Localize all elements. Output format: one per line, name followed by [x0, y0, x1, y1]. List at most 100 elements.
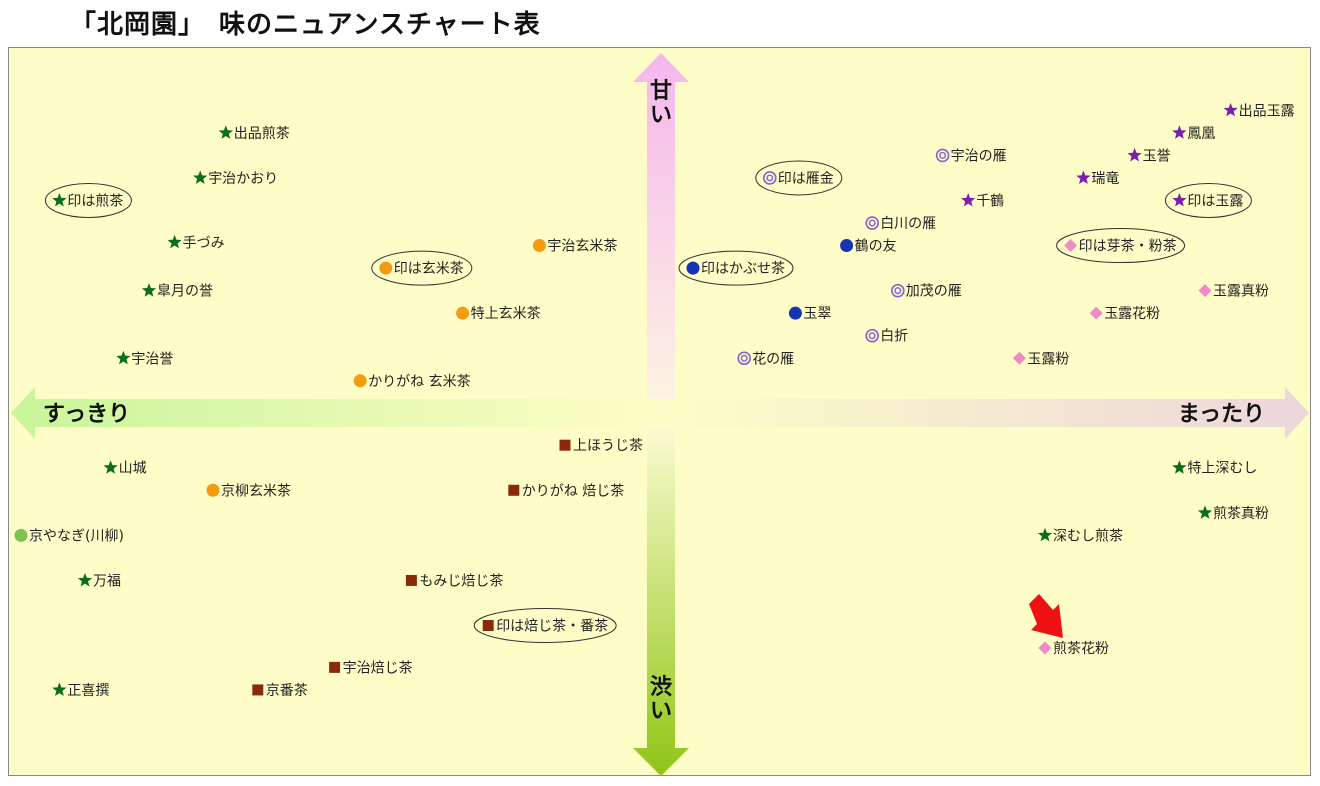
point-label: 上ほうじ茶: [573, 438, 643, 454]
data-point: 印は玄米茶: [379, 260, 464, 277]
square-marker-icon: [252, 684, 264, 696]
point-label: 印は芽茶・粉茶: [1079, 239, 1177, 255]
point-label: 千鶴: [976, 192, 1004, 209]
diamond-marker-icon: [1038, 641, 1052, 655]
point-label: 印はかぶせ茶: [701, 261, 785, 277]
data-point: 白折: [865, 328, 908, 345]
point-label: 鳳凰: [1187, 126, 1215, 142]
point-label: かりがね 焙じ茶: [522, 483, 624, 499]
point-label: 煎茶真粉: [1213, 506, 1269, 522]
data-point: 煎茶花粉: [1038, 641, 1109, 657]
point-label: 印は煎茶: [67, 193, 123, 209]
axis-arrow-left: [11, 387, 649, 439]
page-title: 「北岡園」 味のニュアンスチャート表: [70, 10, 541, 40]
data-point: 煎茶真粉: [1197, 505, 1269, 522]
data-point: 印は芽茶・粉茶: [1064, 239, 1177, 255]
point-label: 出品煎茶: [234, 126, 290, 142]
square-marker-icon: [508, 484, 520, 496]
circle-marker-icon: [686, 261, 700, 275]
data-point: 手づみ: [167, 234, 225, 251]
star-marker-icon: [141, 283, 157, 297]
axis-label-right: まったり: [1178, 402, 1265, 427]
star-marker-icon: [1076, 170, 1091, 185]
point-label: 鶴の友: [855, 238, 897, 255]
circle-marker-icon: [353, 374, 367, 388]
data-point: 京番茶: [252, 683, 308, 699]
point-label: 京番茶: [266, 683, 308, 699]
double-circle-inner: [939, 151, 947, 159]
star-marker-icon: [103, 460, 118, 474]
horizontal-axis: すっきり まったり: [11, 387, 1309, 439]
point-label: 玉露花粉: [1104, 306, 1160, 322]
data-point: 印は焙じ茶・番茶: [482, 619, 608, 635]
point-label: 宇治かおり: [208, 171, 278, 187]
circle-marker-icon: [14, 528, 28, 542]
data-point: 玉誉: [1127, 147, 1171, 164]
double-circle-marker-icon: [935, 148, 950, 163]
star-marker-icon: [52, 682, 67, 696]
diamond-marker-icon: [1198, 284, 1212, 298]
data-point: 宇治かおり: [193, 170, 278, 187]
axis-arrow-down: [633, 427, 689, 776]
data-point: 京柳玄米茶: [206, 482, 291, 499]
star-marker-icon: [1172, 192, 1187, 207]
star-marker-icon: [1127, 147, 1142, 162]
point-label: 特上深むし: [1187, 461, 1257, 477]
diamond-marker-icon: [1012, 351, 1026, 365]
square-marker-icon: [482, 620, 494, 632]
star-marker-icon: [1037, 527, 1053, 542]
group-ellipse: [473, 608, 617, 644]
double-circle-marker-icon: [890, 283, 905, 298]
circle-marker-icon: [206, 483, 220, 497]
point-label: 宇治焙じ茶: [343, 660, 413, 676]
point-label: 煎茶花粉: [1053, 641, 1109, 657]
data-point: 宇治玄米茶: [532, 238, 617, 255]
double-circle-inner: [868, 219, 876, 227]
point-label: 白折: [880, 329, 908, 345]
star-marker-icon: [1172, 125, 1187, 139]
highlight-arrow: [1029, 594, 1063, 638]
point-label: 京柳玄米茶: [221, 482, 291, 499]
data-point: 玉露花粉: [1089, 306, 1160, 322]
point-label: 宇治誉: [131, 351, 173, 367]
square-marker-icon: [405, 574, 417, 586]
data-point: 京やなぎ(川柳): [14, 527, 124, 544]
double-circle-inner: [868, 332, 876, 340]
group-ellipse: [678, 250, 794, 286]
point-label: 印は焙じ茶・番茶: [496, 619, 608, 635]
double-circle-marker-icon: [865, 328, 880, 343]
data-point: 印はかぶせ茶: [686, 261, 785, 277]
circle-marker-icon: [788, 306, 802, 320]
vertical-axis: 甘い 渋い: [633, 53, 689, 776]
double-circle-inner: [740, 354, 748, 362]
data-point: 玉露真粉: [1198, 284, 1269, 300]
data-point: 宇治焙じ茶: [329, 660, 413, 676]
group-ellipse: [755, 160, 843, 196]
group-ellipse: [1056, 228, 1186, 264]
point-label: 白川の雁: [880, 216, 936, 232]
data-point: 鳳凰: [1172, 125, 1215, 142]
double-circle-marker-icon: [737, 351, 752, 366]
point-label: 玉露真粉: [1213, 284, 1269, 300]
data-point: 印は雁金: [762, 171, 834, 187]
data-point: 鶴の友: [840, 238, 897, 255]
diamond-marker-icon: [1089, 306, 1103, 320]
double-circle-inner: [766, 174, 774, 182]
circle-marker-icon: [379, 261, 393, 275]
double-circle-marker-icon: [865, 216, 880, 230]
circle-marker-icon: [456, 306, 470, 320]
point-label: 宇治玄米茶: [547, 238, 617, 255]
data-point: 玉翠: [788, 306, 831, 322]
star-marker-icon: [167, 234, 182, 249]
point-label: 手づみ: [183, 235, 225, 251]
star-marker-icon: [116, 350, 131, 365]
data-point: 出品玉露: [1223, 102, 1295, 119]
axis-label-bottom: 渋い: [650, 674, 672, 724]
data-point: 千鶴: [961, 192, 1004, 209]
data-point: 正喜撰: [52, 682, 109, 699]
star-marker-icon: [1197, 505, 1213, 519]
data-point: 特上深むし: [1172, 460, 1257, 477]
group-ellipses: [44, 160, 1252, 644]
point-label: 山城: [119, 461, 147, 477]
star-marker-icon: [77, 572, 93, 587]
